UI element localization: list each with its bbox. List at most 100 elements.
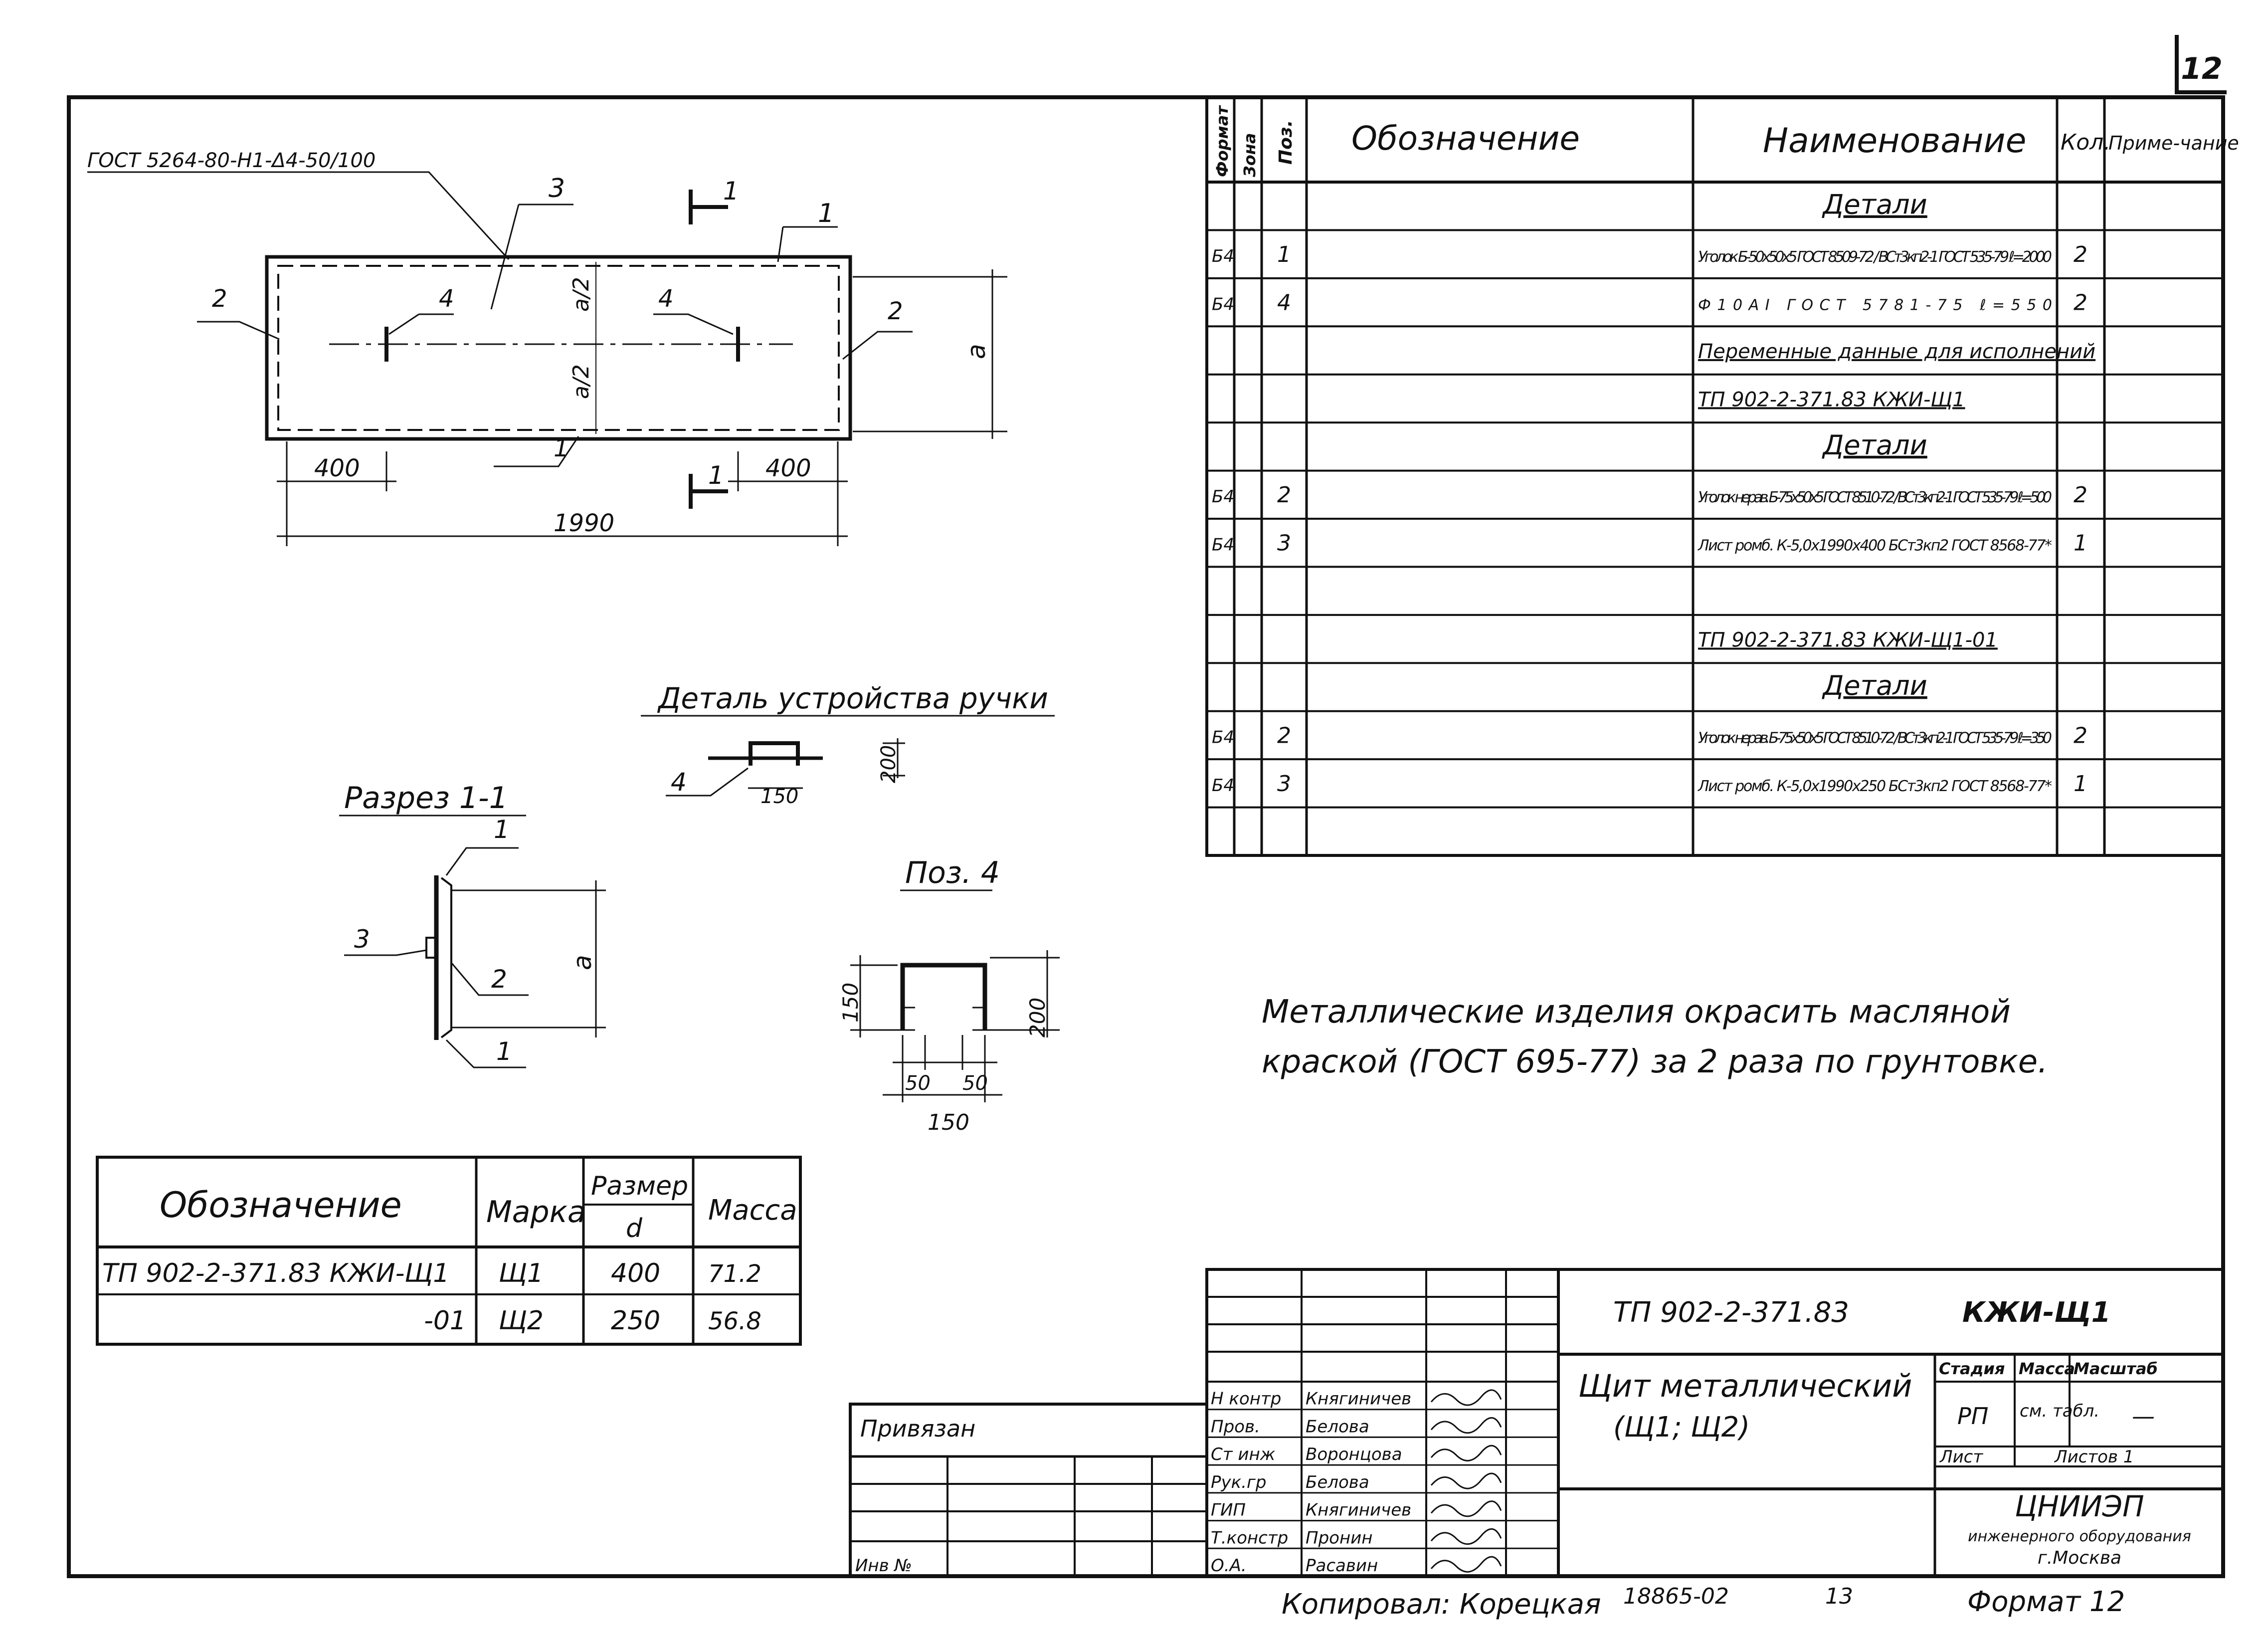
spec-cell-name: Переменные данные для исполнений: [1698, 340, 2095, 363]
sheet-label: Лист: [1939, 1447, 1983, 1467]
plan-pos-2-left: 2: [212, 285, 227, 313]
spec-cell-name: Детали: [1822, 189, 1927, 220]
spec-cell-qty: 2: [2074, 242, 2087, 267]
section-pos-1-bottom: 1: [496, 1037, 512, 1066]
pos4-dim-50-a: 50: [905, 1072, 931, 1095]
mass-value: см. табл.: [2020, 1401, 2099, 1421]
spec-cell-name: Детали: [1822, 670, 1927, 701]
h-scale: Масштаб: [2074, 1359, 2158, 1378]
variant-h-mark: Марка: [486, 1195, 586, 1230]
signature-role: Н контр: [1211, 1389, 1281, 1409]
plan-pos-4-right: 4: [658, 285, 674, 313]
spec-cell-name: Детали: [1822, 429, 1927, 461]
variant-row2-mass: 56.8: [708, 1307, 761, 1335]
signature-name: Княгиничев: [1306, 1389, 1411, 1409]
spec-cell-format: Б4: [1212, 487, 1234, 507]
spec-h-zone: Зона: [1240, 133, 1259, 178]
stage-value: РП: [1957, 1403, 1988, 1430]
mark-code: КЖИ-Щ1: [1962, 1296, 2111, 1329]
pos4-detail: Поз. 4 150 200 50 50 150: [838, 855, 1060, 1135]
spec-cell-format: Б4: [1212, 246, 1234, 266]
footer-format: Формат 12: [1967, 1586, 2125, 1618]
plan-pos-2-right: 2: [888, 297, 903, 325]
org-sub: инженерного оборудования: [1968, 1528, 2191, 1545]
spec-cell-pos: 3: [1277, 771, 1291, 797]
signature-role: О.А.: [1211, 1556, 1247, 1576]
footer: Копировал: Корецкая 18865-02 13 Формат 1…: [1282, 1584, 2125, 1621]
weld-note: ГОСТ 5264-80-Н1-Δ4-50/100: [87, 149, 376, 172]
spec-cell-qty: 2: [2074, 482, 2087, 508]
dim-1990: 1990: [554, 509, 614, 537]
signature-role: Ст инж: [1211, 1444, 1276, 1464]
plan-pos-4-left: 4: [439, 285, 454, 313]
variant-row1-designation: ТП 902-2-371.83 КЖИ-Щ1: [102, 1258, 449, 1288]
doc-code: ТП 902-2-371.83: [1613, 1296, 1849, 1329]
signature-scribble: [1430, 1556, 1502, 1573]
footer-order-no: 18865-02: [1623, 1584, 1729, 1609]
spec-cell-format: Б4: [1212, 535, 1234, 555]
pos4-title: Поз. 4: [905, 855, 1000, 890]
scale-value: —: [2132, 1403, 2155, 1430]
spec-cell-pos: 4: [1277, 290, 1291, 316]
footer-page: 13: [1825, 1584, 1853, 1609]
spec-cell-name: Лист ромб. К-5,0х1990х250 БСт3кп2 ГОСТ 8…: [1698, 778, 2052, 795]
plan-pos-1-bottom: 1: [554, 434, 569, 462]
spec-h-name: Наименование: [1763, 121, 2026, 161]
shield-outline: [265, 255, 852, 441]
spec-h-pos: Поз.: [1276, 120, 1296, 165]
spec-cell-pos: 2: [1277, 723, 1291, 748]
handle-dim-h: 200: [877, 745, 900, 783]
signature-role: Рук.гр: [1211, 1472, 1266, 1492]
variant-row2-size: 250: [611, 1306, 660, 1336]
plan-view: ГОСТ 5264-80-Н1-Δ4-50/100 3 2 2 4 4 1 1 …: [87, 149, 1007, 546]
paint-note: Металлические изделия окрасить масляной …: [1262, 994, 2048, 1080]
org-name: ЦНИИЭП: [2015, 1489, 2144, 1523]
signature-scribble: [1430, 1500, 1502, 1517]
spec-cell-name: Уголок нерав. Б-75х50х5 ГОСТ 8510-72 / В…: [1698, 729, 2052, 747]
inv-no-label: Инв №: [855, 1556, 912, 1576]
spec-cell-pos: 1: [1277, 242, 1291, 267]
signature-role: Пров.: [1211, 1417, 1260, 1437]
variant-h-mass: Масса: [708, 1194, 797, 1227]
section-dim-a: a: [568, 955, 597, 970]
signature-name: Пронин: [1306, 1528, 1373, 1548]
variant-row1-size: 400: [611, 1258, 660, 1288]
section-mark-bottom: 1: [708, 461, 724, 490]
spec-table: Формат Зона Поз. Обозначение Наименовани…: [1205, 96, 2239, 857]
spec-cell-name: Уголок нерав. Б-75х50х5 ГОСТ 8510-72 / В…: [1698, 489, 2052, 506]
signature-name: Княгиничев: [1306, 1500, 1411, 1520]
signature-role: Т.констр: [1211, 1528, 1288, 1548]
footer-copied: Копировал: Корецкая: [1282, 1588, 1601, 1621]
handle-pos-4: 4: [671, 768, 687, 797]
spec-cell-qty: 2: [2074, 723, 2087, 748]
note-line-2: краской (ГОСТ 695-77) за 2 раза по грунт…: [1262, 1043, 2048, 1080]
spec-h-format: Формат: [1213, 105, 1232, 177]
signature-scribble: [1430, 1528, 1502, 1545]
signature-name: Воронцова: [1306, 1444, 1402, 1464]
plan-pos-3: 3: [549, 174, 565, 204]
dim-400-right: 400: [765, 454, 811, 482]
signature-scribble: [1430, 1472, 1502, 1489]
signature-scribble: [1430, 1389, 1502, 1406]
h-mass: Масса: [2019, 1359, 2075, 1378]
spec-cell-format: Б4: [1212, 295, 1234, 315]
spec-cell-qty: 1: [2074, 771, 2087, 797]
signature-scribble: [1430, 1417, 1502, 1434]
spec-cell-qty: 1: [2074, 531, 2087, 556]
spec-cell-pos: 3: [1277, 531, 1291, 556]
pos4-dim-50-b: 50: [962, 1072, 988, 1095]
pos4-dim-150-left: 150: [838, 983, 863, 1023]
dim-400-left: 400: [314, 454, 360, 482]
handle-loop: [749, 741, 800, 766]
signature-scribble: [1430, 1444, 1502, 1461]
variant-row2-mark: Щ2: [499, 1306, 544, 1336]
variant-h-size-sub: d: [626, 1214, 643, 1243]
h-stage: Стадия: [1939, 1359, 2005, 1378]
handle-detail-title: Деталь устройства ручки: [657, 681, 1048, 715]
title-line-1: Щит металлический: [1578, 1368, 1912, 1404]
spec-cell-name: Ф10АI ГОСТ 5781-75 ℓ=550: [1698, 297, 2052, 314]
spec-cell-name: ТП 902-2-371.83 КЖИ-Щ1: [1698, 388, 1965, 411]
